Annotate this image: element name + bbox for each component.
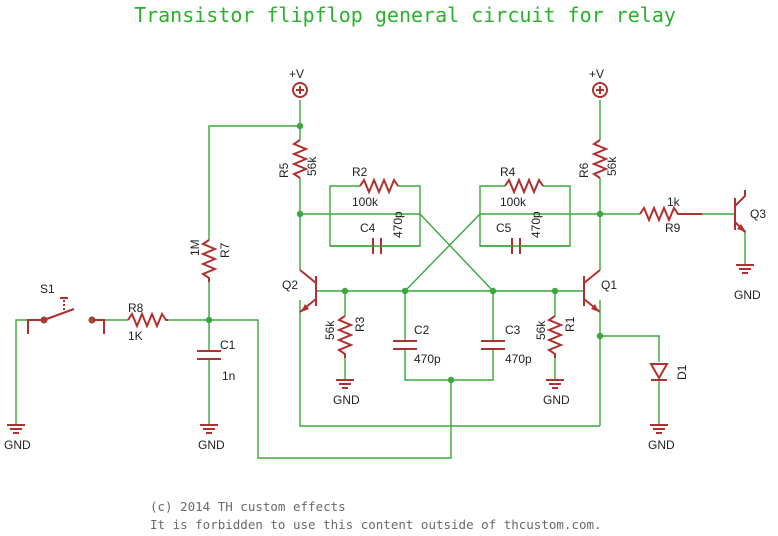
svg-text:56k: 56k [323, 320, 337, 340]
ground-r3: GND [333, 379, 360, 407]
ground-r1: GND [543, 379, 570, 407]
diagram-title: Transistor flipflop general circuit for … [134, 3, 676, 27]
svg-text:Q2: Q2 [282, 278, 298, 292]
usage-notice: It is forbidden to use this content outs… [150, 517, 602, 532]
resistor-r9: 1k R9 [639, 195, 702, 235]
svg-text:R5: R5 [277, 162, 291, 178]
svg-text:GND: GND [543, 393, 570, 407]
resistor-r6: R6 56k [577, 139, 619, 179]
resistor-r8: R8 1K [127, 301, 168, 343]
svg-text:D1: D1 [675, 364, 689, 380]
svg-text:470p: 470p [529, 211, 543, 238]
power-symbol-left: +V [289, 67, 308, 98]
svg-text:100k: 100k [500, 195, 527, 209]
svg-text:1n: 1n [222, 369, 235, 383]
svg-text:+V: +V [589, 67, 604, 81]
capacitor-c3: C3 470p [481, 323, 532, 366]
resistor-r5: R5 56k [277, 139, 319, 179]
svg-text:C5: C5 [496, 221, 512, 235]
junction-dots [41, 122, 604, 384]
svg-text:1K: 1K [128, 329, 143, 343]
capacitor-c2: C2 470p [393, 323, 441, 366]
svg-text:S1: S1 [40, 282, 55, 296]
transistor-q1: Q1 [583, 269, 617, 313]
svg-text:56k: 56k [605, 156, 619, 176]
svg-text:+V: +V [289, 67, 304, 81]
ground-c1: GND [198, 424, 225, 452]
svg-text:R2: R2 [352, 165, 368, 179]
svg-text:1M: 1M [188, 239, 202, 256]
transistor-q2: Q2 [282, 269, 317, 313]
resistor-r1: 56k R1 [534, 315, 577, 358]
svg-text:R8: R8 [128, 301, 144, 315]
copyright-line: (c) 2014 TH custom effects [150, 499, 346, 514]
svg-text:GND: GND [734, 288, 761, 302]
svg-text:C4: C4 [360, 221, 376, 235]
transistor-q3: Q3 [734, 190, 766, 233]
svg-text:GND: GND [198, 438, 225, 452]
svg-text:C2: C2 [414, 323, 430, 337]
capacitor-c1: C1 1n [197, 338, 236, 383]
svg-text:C3: C3 [505, 323, 521, 337]
diode-d1: D1 [649, 363, 689, 381]
svg-text:GND: GND [4, 438, 31, 452]
svg-text:Q3: Q3 [750, 207, 766, 221]
svg-text:GND: GND [333, 393, 360, 407]
svg-text:C1: C1 [220, 338, 236, 352]
resistor-r4: R4 100k [479, 165, 571, 214]
svg-text:56k: 56k [534, 320, 548, 340]
capacitor-c4: C4 470p [330, 211, 420, 254]
svg-text:100k: 100k [352, 195, 379, 209]
svg-text:470p: 470p [414, 352, 441, 366]
wires [15, 100, 746, 459]
svg-text:R9: R9 [665, 221, 681, 235]
svg-text:R1: R1 [563, 316, 577, 332]
svg-text:470p: 470p [391, 211, 405, 238]
svg-text:1k: 1k [667, 195, 681, 209]
svg-text:GND: GND [648, 438, 675, 452]
ground-d1: GND [648, 424, 675, 452]
power-symbol-right: +V [589, 67, 608, 98]
svg-text:470p: 470p [505, 352, 532, 366]
switch-s1: S1 [27, 282, 105, 334]
svg-text:R3: R3 [353, 316, 367, 332]
ground-s1: GND [4, 424, 31, 452]
resistor-r7: 1M R7 [188, 239, 232, 282]
svg-text:56k: 56k [305, 156, 319, 176]
ground-q3: GND [734, 264, 761, 302]
svg-text:R6: R6 [577, 162, 591, 178]
svg-text:R4: R4 [500, 165, 516, 179]
resistor-r2: R2 100k [329, 165, 421, 214]
svg-text:R7: R7 [218, 242, 232, 258]
resistor-r3: 56k R3 [323, 315, 367, 358]
svg-text:Q1: Q1 [601, 278, 617, 292]
capacitor-c5: C5 470p [480, 211, 570, 254]
